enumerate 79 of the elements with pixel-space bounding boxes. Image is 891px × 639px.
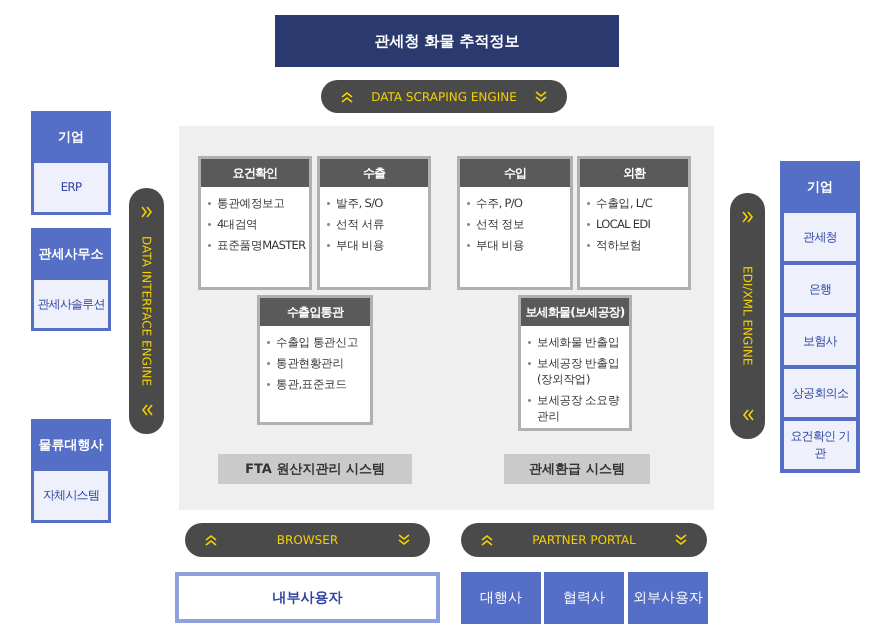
list-item: 보세공장 반출입 (장외작업) <box>527 355 627 387</box>
box-label: ERP <box>60 179 82 196</box>
list-item: 수출입, L/C <box>586 195 686 211</box>
system-box <box>784 369 856 417</box>
card-header: 수출입통관 <box>260 298 370 326</box>
card-header: 보세화물(보세공장) <box>521 298 629 326</box>
list-item: 수출입 통관신고 <box>266 334 368 350</box>
engine-label: BROWSER <box>276 533 338 547</box>
box-label: FTA 원산지관리 시스템 <box>245 461 385 478</box>
engine-label: DATA SCRAPING ENGINE <box>371 90 517 104</box>
title-banner <box>275 15 619 67</box>
engine-label: PARTNER PORTAL <box>532 533 636 547</box>
user-box <box>544 572 624 624</box>
title-text: 관세청 화물 추적정보 <box>374 32 520 50</box>
system-box <box>784 421 856 469</box>
system-label-box <box>504 454 650 484</box>
group-box <box>31 228 111 331</box>
list-item: 선적 정보 <box>466 216 568 232</box>
card-header: 수입 <box>460 159 570 187</box>
engine-bar <box>185 523 430 557</box>
group-heading: 기업 <box>58 129 84 146</box>
box-label: 협력사 <box>563 589 605 607</box>
engine-bar <box>321 80 567 113</box>
box-label: 은행 <box>808 280 832 298</box>
group-box <box>31 111 111 215</box>
card-header: 요건확인 <box>201 159 309 187</box>
box-label: 외부사용자 <box>633 589 703 607</box>
system-box <box>784 265 856 313</box>
list-item: 수주, P/O <box>466 195 568 211</box>
system-box <box>784 213 856 261</box>
group-box <box>31 419 111 523</box>
box-label: 내부사용자 <box>272 588 342 606</box>
list-item: LOCAL EDI <box>586 216 686 232</box>
engine-bar <box>461 523 707 557</box>
box-label: 관세사솔루션 <box>37 296 105 312</box>
box-label: 보험사 <box>803 332 837 350</box>
system-label-box <box>218 454 412 484</box>
module-card <box>198 156 312 290</box>
list-item: 선적 서류 <box>326 216 426 232</box>
card-header: 외환 <box>580 159 688 187</box>
user-box <box>461 572 541 624</box>
panel-background <box>179 126 714 510</box>
list-item: 발주, S/O <box>326 195 426 211</box>
list-item: 보세화물 반출입 <box>527 334 627 350</box>
module-card <box>457 156 573 290</box>
list-item: 표준품명MASTER <box>207 237 307 253</box>
list-item: 부대 비용 <box>326 237 426 253</box>
module-card <box>317 156 431 290</box>
card-header: 수출 <box>320 159 428 187</box>
box-label: 관세환급 시스템 <box>529 461 625 478</box>
system-box <box>34 280 108 328</box>
engine-label: DATA INTERFACE ENGINE <box>140 236 154 386</box>
module-card <box>577 156 691 290</box>
box-label: 상공회의소 <box>792 384 848 402</box>
system-box <box>34 471 108 520</box>
list-item: 통관,표준코드 <box>266 376 368 392</box>
list-item: 보세공장 소요량관리 <box>527 392 627 424</box>
user-box <box>628 572 708 624</box>
user-box <box>175 572 440 623</box>
list-item: 통관현황관리 <box>266 355 368 371</box>
list-item: 부대 비용 <box>466 237 568 253</box>
box-label: 대행사 <box>480 589 522 607</box>
group-box <box>780 161 860 473</box>
box-label: 요건확인 기관 <box>789 428 850 462</box>
list-item: 4대검역 <box>207 216 307 232</box>
engine-label: EDI/XML ENGINE <box>740 266 754 366</box>
list-item: 통관예정보고 <box>207 195 307 211</box>
module-card <box>518 295 632 431</box>
box-label: 자체시스템 <box>42 487 99 504</box>
list-item: 적하보험 <box>586 237 686 253</box>
group-heading: 관세사무소 <box>38 246 104 263</box>
system-box <box>784 317 856 365</box>
system-box <box>34 163 108 212</box>
engine-bar <box>730 193 765 439</box>
group-heading: 물류대행사 <box>38 437 104 454</box>
group-heading: 기업 <box>807 179 833 196</box>
module-card <box>257 295 373 425</box>
box-label: 관세청 <box>803 228 837 246</box>
engine-bar <box>129 188 164 434</box>
